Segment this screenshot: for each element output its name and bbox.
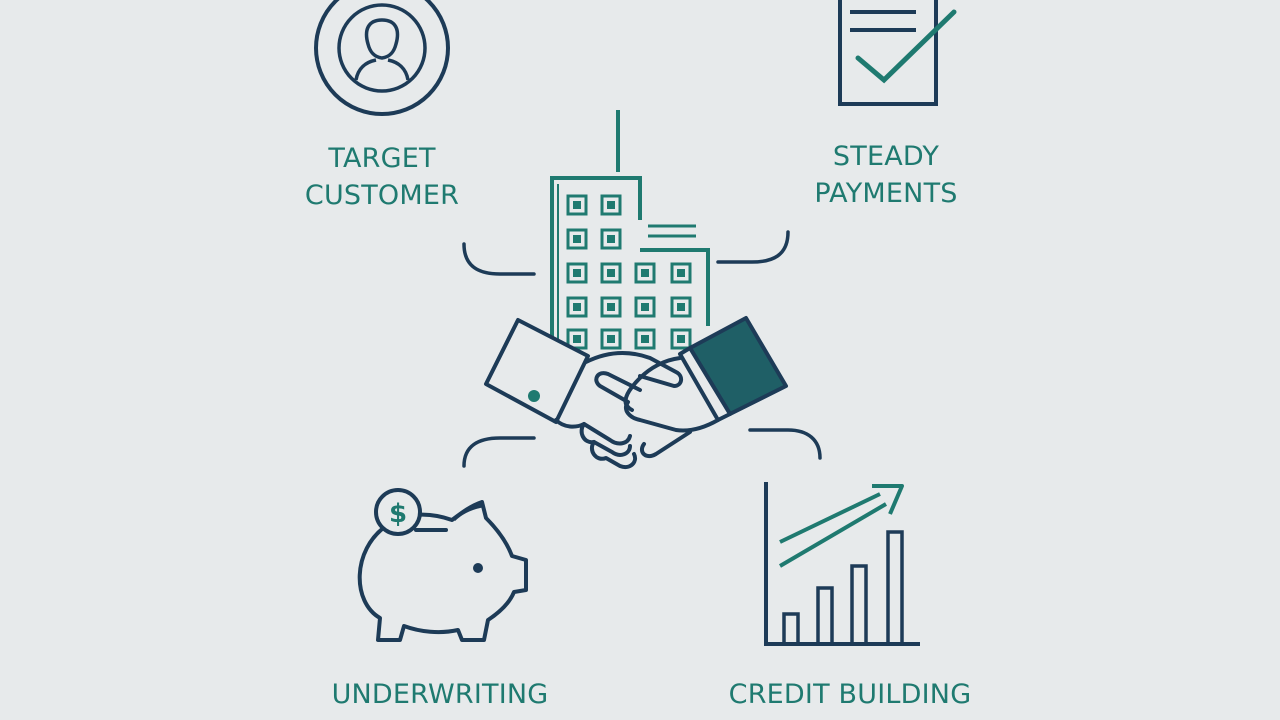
building-window-pane bbox=[607, 335, 615, 343]
building-window bbox=[566, 328, 588, 350]
checklist-document-icon bbox=[838, 0, 957, 106]
label-steady-payments: STEADY PAYMENTS bbox=[786, 138, 986, 212]
building-window bbox=[566, 262, 588, 284]
connector-target bbox=[462, 242, 536, 276]
label-target-customer-line2: CUSTOMER bbox=[304, 180, 460, 211]
building-window bbox=[634, 296, 656, 318]
building-window-pane bbox=[677, 335, 685, 343]
building-window-pane bbox=[641, 303, 649, 311]
building-window-pane bbox=[607, 235, 615, 243]
coin-symbol: $ bbox=[389, 499, 407, 529]
connector-underwriting bbox=[462, 436, 536, 468]
label-credit-building-text: CREDIT BUILDING bbox=[728, 679, 972, 710]
building-window bbox=[566, 296, 588, 318]
building-window-pane bbox=[641, 269, 649, 277]
building-window bbox=[670, 296, 692, 318]
building-window bbox=[670, 328, 692, 350]
building-window bbox=[634, 328, 656, 350]
building-window-pane bbox=[677, 269, 685, 277]
building-window bbox=[600, 194, 622, 216]
building-windows bbox=[566, 194, 692, 350]
building-window-pane bbox=[607, 201, 615, 209]
building-window-pane bbox=[573, 201, 581, 209]
building-window bbox=[670, 262, 692, 284]
building-window-pane bbox=[607, 269, 615, 277]
building-window-pane bbox=[573, 269, 581, 277]
building-window-pane bbox=[573, 303, 581, 311]
label-credit-building: CREDIT BUILDING bbox=[700, 676, 1000, 713]
label-underwriting: UNDERWRITING bbox=[310, 676, 570, 713]
building-window-pane bbox=[677, 303, 685, 311]
label-target-customer-line1: TARGET bbox=[328, 143, 436, 174]
building-window-pane bbox=[573, 235, 581, 243]
office-building-icon bbox=[550, 110, 710, 350]
building-window bbox=[634, 262, 656, 284]
label-underwriting-text: UNDERWRITING bbox=[331, 679, 549, 710]
building-window-pane bbox=[573, 335, 581, 343]
connector-payments bbox=[716, 230, 790, 264]
label-target-customer: TARGET CUSTOMER bbox=[282, 140, 482, 214]
person-circle-icon bbox=[314, 0, 450, 116]
piggy-bank-icon: $ bbox=[357, 488, 528, 642]
connector-lines bbox=[462, 230, 822, 468]
connector-credit bbox=[748, 428, 822, 460]
building-window bbox=[600, 328, 622, 350]
growth-bar-chart-icon bbox=[764, 482, 920, 646]
building-window bbox=[566, 194, 588, 216]
building-window bbox=[566, 228, 588, 250]
label-steady-payments-line1: STEADY bbox=[832, 141, 940, 172]
handshake-icon bbox=[484, 316, 788, 469]
building-window bbox=[600, 228, 622, 250]
building-window bbox=[600, 296, 622, 318]
label-steady-payments-line2: PAYMENTS bbox=[814, 178, 958, 209]
building-window-pane bbox=[607, 303, 615, 311]
building-window bbox=[600, 262, 622, 284]
building-window-pane bbox=[641, 335, 649, 343]
